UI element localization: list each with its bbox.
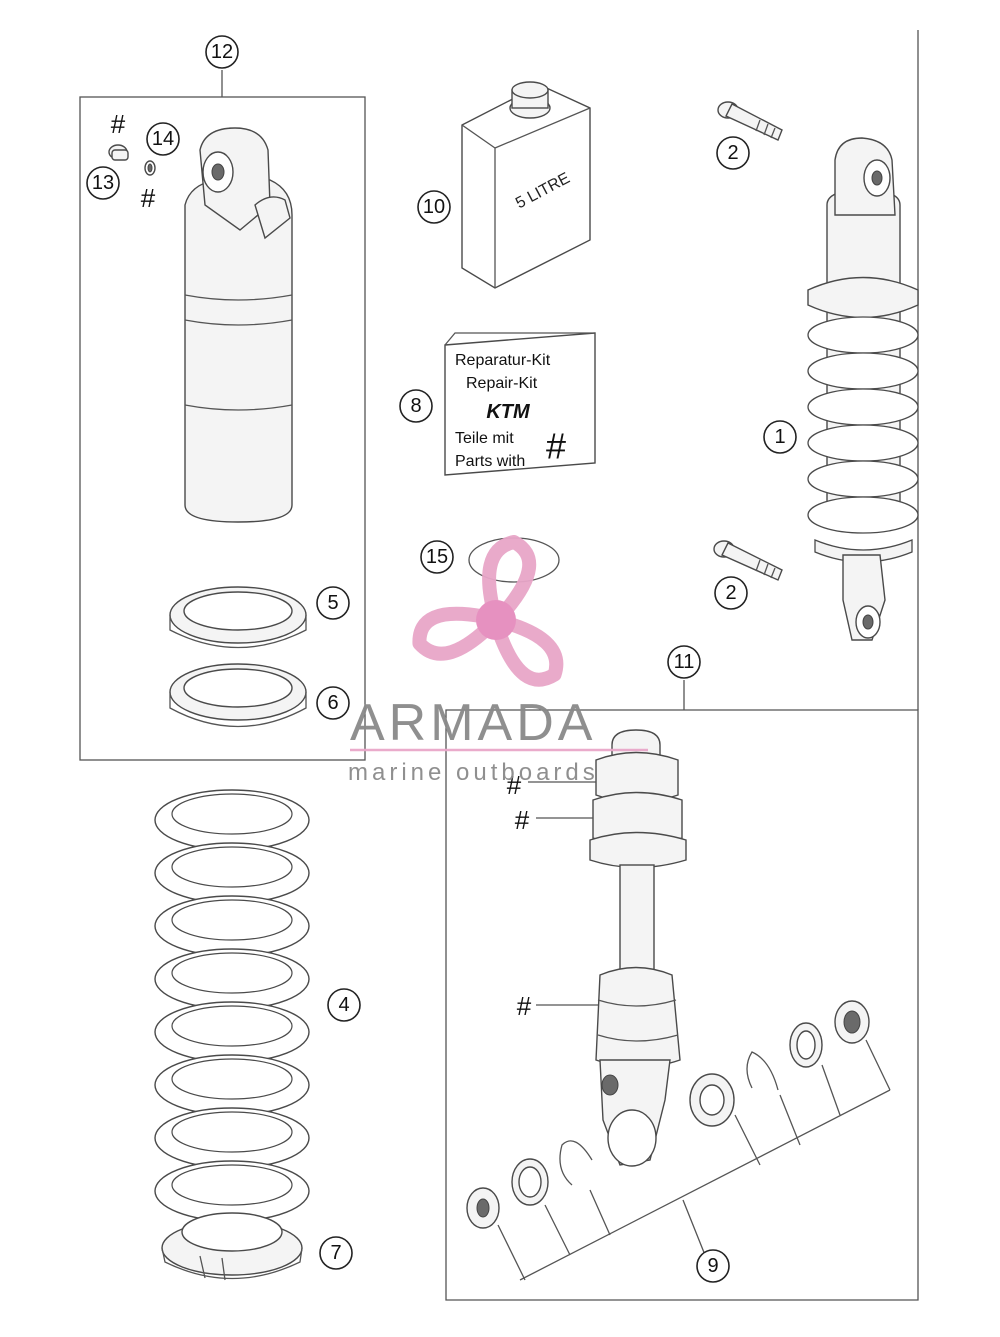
svg-text:11: 11: [674, 651, 695, 673]
washer-9f: [789, 1022, 823, 1068]
spring-4: [154, 789, 310, 1222]
adjusting-ring-6: [169, 663, 307, 728]
svg-text:12: 12: [211, 41, 233, 63]
propeller-blade: [489, 613, 564, 687]
circlip-9e: [746, 1051, 779, 1091]
hash-mark-14: #: [141, 183, 156, 213]
svg-text:8: 8: [410, 395, 421, 417]
callout-6: 6: [316, 686, 350, 720]
svg-text:6: 6: [327, 692, 338, 714]
oil-container-10: 5 LITRE: [461, 81, 591, 289]
shock-body-12: [184, 127, 293, 523]
o-ring-14: [144, 160, 156, 176]
callout-7: 7: [319, 1236, 353, 1270]
propeller-icon: [412, 535, 564, 687]
screw-13: [108, 144, 129, 161]
bolt-2-bottom: [713, 540, 783, 581]
spring-1-coil: [807, 388, 919, 426]
washer-9b: [511, 1158, 549, 1206]
spring-1-coil: [807, 352, 919, 390]
callout-12: 12: [205, 35, 239, 69]
spring-4-coil: [154, 1001, 310, 1063]
spring-4-coil-inner: [171, 1005, 293, 1047]
hash-mark-damper-low: #: [517, 991, 532, 1021]
callout-11: 11: [667, 645, 701, 679]
repair-kit-hash: #: [546, 426, 566, 467]
spring-1-coil: [807, 460, 919, 498]
callout-4: 4: [327, 988, 361, 1022]
callout-9: 9: [696, 1249, 730, 1283]
bolt-2-top: [717, 101, 783, 141]
spring-1-seat: [814, 539, 913, 563]
spring-1-coil: [807, 424, 919, 462]
damper-11: [589, 729, 687, 1167]
callout-13: 13: [86, 166, 120, 200]
callout-2-bottom: 2: [714, 576, 748, 610]
callout-15: 15: [420, 540, 454, 574]
hash-mark-13: #: [111, 109, 126, 139]
spring-4-coil-inner: [171, 1164, 293, 1206]
watermark: ARMADA marine outboards: [348, 535, 648, 786]
spring-4-coil-inner: [171, 1058, 293, 1100]
repair-kit-line4: Parts with: [455, 453, 525, 470]
svg-text:14: 14: [152, 128, 174, 150]
hash-mark-damper-top: #: [507, 770, 522, 800]
bushing-9g: [834, 1000, 870, 1044]
svg-text:4: 4: [338, 994, 349, 1016]
callout-2-top: 2: [716, 136, 750, 170]
svg-text:2: 2: [725, 582, 736, 604]
svg-text:13: 13: [92, 172, 114, 194]
spring-4-coil-inner: [171, 846, 293, 888]
bushing-set-9: [466, 1000, 891, 1281]
repair-kit-8: Reparatur-Kit Repair-Kit KTM Teile mit P…: [444, 332, 596, 476]
shock-absorber-1: [807, 137, 919, 641]
hash-mark-damper-mid: #: [515, 805, 530, 835]
spring-1-coil: [807, 496, 919, 534]
spring-4-coil-inner: [171, 899, 293, 941]
spring-4-coil: [154, 789, 310, 851]
repair-kit-line1: Reparatur-Kit: [455, 352, 551, 369]
spring-4-coil: [154, 1054, 310, 1116]
watermark-brand: ARMADA: [350, 694, 596, 752]
spring-4-coil: [154, 842, 310, 904]
watermark-tagline: marine outboards: [348, 759, 599, 786]
circlip-9c: [559, 1140, 593, 1186]
spring-1-coils: [807, 316, 919, 563]
svg-text:10: 10: [423, 196, 445, 218]
spring-4-coil: [154, 1160, 310, 1222]
svg-text:9: 9: [707, 1255, 718, 1277]
propeller-hub: [476, 600, 516, 640]
ktm-logo: KTM: [486, 401, 531, 423]
spring-4-coil: [154, 948, 310, 1010]
spring-4-coil: [154, 895, 310, 957]
callout-5: 5: [316, 586, 350, 620]
callout-14: 14: [146, 122, 180, 156]
spring-4-coil: [154, 1107, 310, 1169]
adjusting-ring-5: [169, 586, 307, 649]
spring-4-coil-inner: [171, 793, 293, 835]
callout-10: 10: [417, 190, 451, 224]
svg-text:5: 5: [327, 592, 338, 614]
spring-4-coil-inner: [171, 952, 293, 994]
svg-text:15: 15: [426, 546, 448, 568]
propeller-blade: [412, 606, 503, 661]
spring-4-coil-inner: [171, 1111, 293, 1153]
bushing-9a: [466, 1187, 500, 1229]
callout-1: 1: [763, 420, 797, 454]
repair-kit-line2: Repair-Kit: [466, 375, 538, 392]
spring-1-coil: [807, 316, 919, 354]
spring-retainer-7: [161, 1212, 303, 1281]
repair-kit-line3: Teile mit: [455, 430, 514, 447]
svg-text:2: 2: [727, 142, 738, 164]
propeller-blade: [482, 535, 537, 627]
svg-text:1: 1: [774, 426, 785, 448]
callout-8: 8: [399, 389, 433, 423]
bearing-9d: [689, 1073, 735, 1127]
group-frame-11: [445, 709, 919, 1301]
svg-text:7: 7: [330, 1242, 341, 1264]
